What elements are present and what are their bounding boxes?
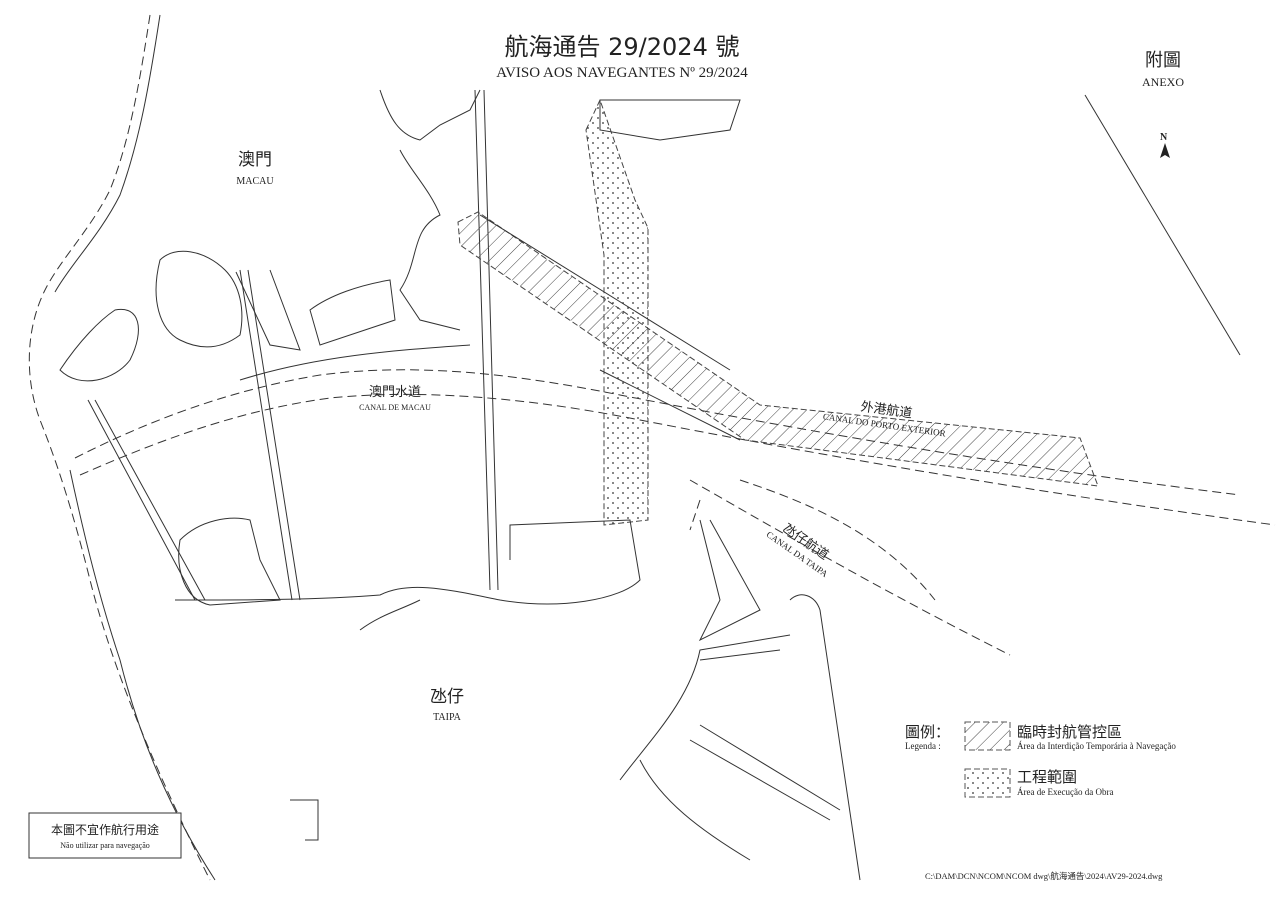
title-pt: AVISO AOS NAVEGANTES Nº 29/2024 <box>496 65 748 81</box>
legend-item-pt: Área de Execução da Obra <box>1017 787 1113 797</box>
legend-item-pt: Área da Interdição Temporária à Navegaçã… <box>1017 741 1176 751</box>
porto-exterior-label-zh: 外港航道 <box>860 399 914 422</box>
legend-item-zh: 臨時封航管控區 <box>1017 723 1122 741</box>
title-zh: 航海通告 29/2024 號 <box>505 33 740 61</box>
scale-marker <box>290 799 319 841</box>
annex-pt: ANEXO <box>1142 75 1184 89</box>
bridges <box>87 89 499 601</box>
legend-dots-swatch <box>964 768 1011 798</box>
macau-west-coastline <box>28 14 216 881</box>
disclaimer-pt: Não utilizar para navegação <box>60 841 150 850</box>
macau-label-pt: MACAU <box>236 176 274 187</box>
disclaimer-box: 本圖不宜作航行用途 Não utilizar para navegação <box>28 812 182 859</box>
canal-macau-label-zh: 澳門水道 <box>369 384 421 400</box>
taipa-label-pt: TAIPA <box>433 712 462 723</box>
legend: 圖例： Legenda : 臨時封航管控區 Área da Interdição… <box>905 721 1176 798</box>
canal-de-macau-lines <box>74 369 1276 526</box>
north-arrow-icon: N <box>1160 132 1170 158</box>
legend-hatch-swatch <box>964 721 1011 751</box>
legend-item-zh: 工程範圍 <box>1017 768 1077 786</box>
annex-zh: 附圖 <box>1145 50 1181 71</box>
macau-label-zh: 澳門 <box>238 150 272 170</box>
taipa-coastline <box>174 517 861 881</box>
works-area <box>585 98 649 526</box>
canal-macau-label-pt: CANAL DE MACAU <box>359 403 431 412</box>
taipa-label-zh: 氹仔 <box>430 687 464 707</box>
file-path: C:\DAM\DCN\NCOM\NCOM dwg\航海通告\2024\AV29-… <box>925 871 1163 881</box>
legend-title-pt: Legenda : <box>905 741 941 751</box>
disclaimer-zh: 本圖不宜作航行用途 <box>51 822 159 837</box>
canal-da-taipa-lines <box>689 479 1011 656</box>
boundary-line <box>1084 94 1241 356</box>
temporary-closure-area <box>457 211 1099 487</box>
svg-text:N: N <box>1160 132 1168 143</box>
legend-title-zh: 圖例： <box>905 723 950 741</box>
